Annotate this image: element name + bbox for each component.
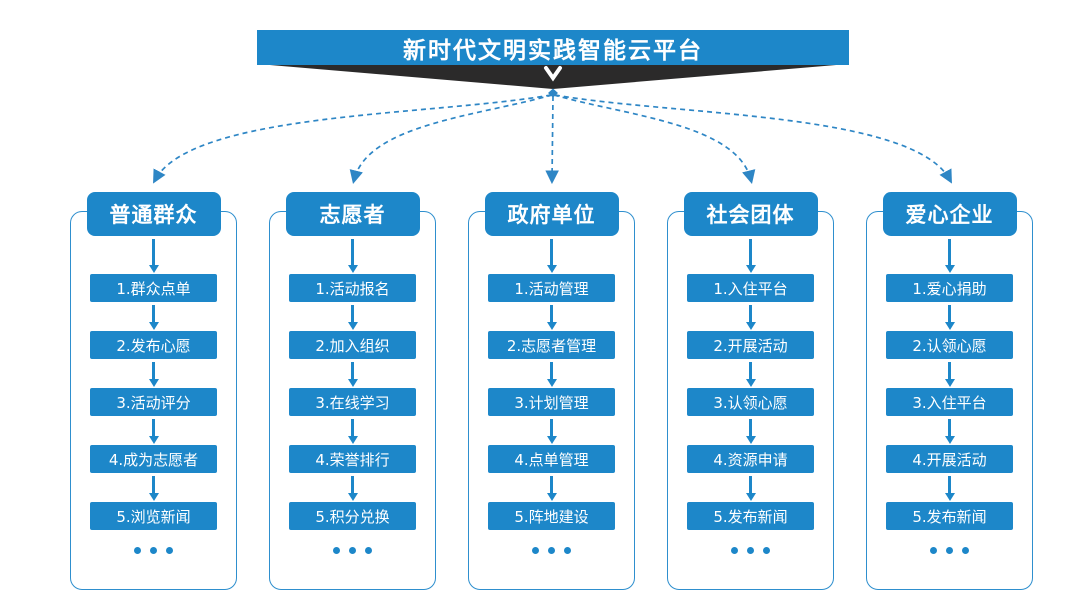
down-arrow-icon <box>148 236 159 274</box>
flow-step: 4.荣誉排行 <box>289 445 416 473</box>
flow-step: 3.认领心愿 <box>687 388 814 416</box>
connector-to-col1 <box>153 94 552 184</box>
flow-step: 3.计划管理 <box>488 388 615 416</box>
ellipsis-dots <box>333 547 372 554</box>
down-arrow-icon <box>745 473 756 502</box>
flow-step: 5.发布新闻 <box>886 502 1013 530</box>
down-arrow-icon <box>745 236 756 274</box>
flow-step: 5.积分兑换 <box>289 502 416 530</box>
flow-step: 5.发布新闻 <box>687 502 814 530</box>
down-arrow-icon <box>148 416 159 445</box>
flow-step: 3.入住平台 <box>886 388 1013 416</box>
down-arrow-icon <box>148 302 159 331</box>
down-arrow-icon <box>347 236 358 274</box>
flow-step: 4.开展活动 <box>886 445 1013 473</box>
role-columns: 普通群众 1.群众点单 2.发布心愿 3.活动评分 4.成为志愿者 5.浏览新闻… <box>70 190 1033 592</box>
down-arrow-icon <box>745 359 756 388</box>
ellipsis-dots <box>532 547 571 554</box>
column-header: 爱心企业 <box>882 192 1017 236</box>
down-arrow-icon <box>944 416 955 445</box>
page-title: 新时代文明实践智能云平台 <box>403 37 703 64</box>
down-arrow-icon <box>546 473 557 502</box>
flow-step: 1.群众点单 <box>90 274 217 302</box>
down-arrow-icon <box>347 359 358 388</box>
flow-step: 1.爱心捐助 <box>886 274 1013 302</box>
flow-step: 2.加入组织 <box>289 331 416 359</box>
flow-step: 1.活动管理 <box>488 274 615 302</box>
connector-to-col5 <box>554 94 952 184</box>
flow-step: 4.资源申请 <box>687 445 814 473</box>
down-arrow-icon <box>546 416 557 445</box>
down-arrow-icon <box>148 473 159 502</box>
platform-title-banner: 新时代文明实践智能云平台 <box>257 30 849 65</box>
down-arrow-icon <box>148 359 159 388</box>
ellipsis-dots <box>930 547 969 554</box>
column-social-organizations: 社会团体 1.入住平台 2.开展活动 3.认领心愿 4.资源申请 5.发布新闻 <box>667 190 834 592</box>
flow-step: 2.认领心愿 <box>886 331 1013 359</box>
flow-step: 5.阵地建设 <box>488 502 615 530</box>
ellipsis-dots <box>731 547 770 554</box>
column-general-public: 普通群众 1.群众点单 2.发布心愿 3.活动评分 4.成为志愿者 5.浏览新闻 <box>70 190 237 592</box>
column-government-units: 政府单位 1.活动管理 2.志愿者管理 3.计划管理 4.点单管理 5.阵地建设 <box>468 190 635 592</box>
column-header: 政府单位 <box>484 192 619 236</box>
flow-step: 2.开展活动 <box>687 331 814 359</box>
flow-step: 1.入住平台 <box>687 274 814 302</box>
column-header: 志愿者 <box>285 192 420 236</box>
flow-step: 2.发布心愿 <box>90 331 217 359</box>
down-arrow-icon <box>347 473 358 502</box>
column-volunteers: 志愿者 1.活动报名 2.加入组织 3.在线学习 4.荣誉排行 5.积分兑换 <box>269 190 436 592</box>
down-arrow-icon <box>347 416 358 445</box>
flow-step: 1.活动报名 <box>289 274 416 302</box>
down-arrow-icon <box>745 416 756 445</box>
ellipsis-dots <box>134 547 173 554</box>
flow-step: 5.浏览新闻 <box>90 502 217 530</box>
flow-step: 3.在线学习 <box>289 388 416 416</box>
down-chevron-icon <box>544 66 562 82</box>
connector-to-col4 <box>553 94 756 184</box>
flow-step: 3.活动评分 <box>90 388 217 416</box>
flow-step: 4.点单管理 <box>488 445 615 473</box>
connector-to-col2 <box>349 94 553 184</box>
column-header: 普通群众 <box>86 192 221 236</box>
down-arrow-icon <box>944 473 955 502</box>
flow-step: 2.志愿者管理 <box>488 331 615 359</box>
down-arrow-icon <box>546 236 557 274</box>
down-arrow-icon <box>944 236 955 274</box>
down-arrow-icon <box>546 359 557 388</box>
column-charitable-enterprises: 爱心企业 1.爱心捐助 2.认领心愿 3.入住平台 4.开展活动 5.发布新闻 <box>866 190 1033 592</box>
flow-step: 4.成为志愿者 <box>90 445 217 473</box>
connector-to-col3 <box>545 95 559 185</box>
down-arrow-icon <box>347 302 358 331</box>
column-header: 社会团体 <box>683 192 818 236</box>
down-arrow-icon <box>944 359 955 388</box>
down-arrow-icon <box>944 302 955 331</box>
down-arrow-icon <box>745 302 756 331</box>
down-arrow-icon <box>546 302 557 331</box>
